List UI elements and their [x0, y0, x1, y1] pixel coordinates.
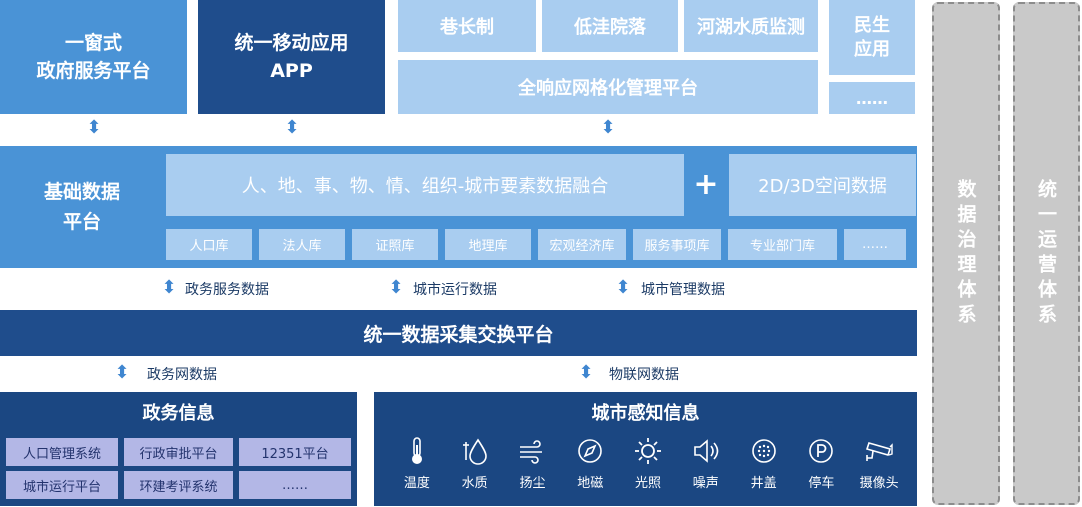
thermometer-icon: [411, 437, 422, 464]
updown-arrow-icon: ⬍: [600, 117, 616, 138]
gov-system-item[interactable]: 12351平台: [239, 438, 351, 466]
library-item[interactable]: 人口库: [166, 229, 252, 260]
gov-system-item[interactable]: 环建考评系统: [124, 471, 233, 499]
more-apps: ……: [829, 82, 915, 114]
gov-system-item[interactable]: 人口管理系统: [6, 438, 118, 466]
sensor-label: 井盖: [750, 476, 777, 491]
gov-system-item[interactable]: 行政审批平台: [124, 438, 233, 466]
sensor-label: 水质: [461, 476, 488, 491]
sensor-illumination[interactable]: 光照: [619, 436, 677, 502]
lowland-yard-app[interactable]: 低洼院落: [542, 0, 678, 52]
flow-label-iot: 物联网数据: [609, 367, 679, 383]
grid-management-platform[interactable]: 全响应网格化管理平台: [398, 60, 818, 114]
gov-system-item: ……: [239, 471, 351, 499]
sensor-camera[interactable]: 摄像头: [850, 436, 908, 502]
updown-arrow-icon: ⬍: [615, 277, 631, 298]
sensor-geomagnetic[interactable]: 地磁: [561, 436, 619, 502]
gov-info-title: 政务信息: [142, 403, 215, 424]
library-item[interactable]: 法人库: [259, 229, 345, 260]
sensor-manhole[interactable]: 井盖: [735, 436, 793, 502]
governance-label: 数据治理体系: [954, 178, 977, 329]
camera-icon: [866, 442, 893, 461]
manhole-icon: [751, 439, 776, 463]
gov-service-platform[interactable]: 一窗式 政府服务平台: [0, 0, 187, 114]
library-item: ……: [844, 229, 906, 260]
flow-label-city-mgmt: 城市管理数据: [641, 282, 725, 298]
compass-icon: [578, 439, 603, 463]
sensor-row: 温度 水质 扬尘 地磁 光照 噪声 井盖 停车 摄像头: [388, 436, 908, 502]
updown-arrow-icon: ⬍: [284, 117, 300, 138]
library-item[interactable]: 宏观经济库: [538, 229, 626, 260]
operation-label: 统一运营体系: [1035, 178, 1057, 329]
data-exchange-platform[interactable]: 统一数据采集交换平台: [0, 310, 917, 356]
city-sense-title: 城市感知信息: [591, 403, 700, 424]
updown-arrow-icon: ⬍: [86, 117, 102, 138]
library-item[interactable]: 服务事项库: [633, 229, 721, 260]
sensor-noise[interactable]: 噪声: [677, 436, 735, 502]
wind-dust-icon: [520, 440, 543, 464]
sensor-label: 温度: [403, 476, 430, 491]
sun-icon: [635, 438, 662, 464]
sensor-dust[interactable]: 扬尘: [504, 436, 562, 502]
library-item[interactable]: 专业部门库: [728, 229, 837, 260]
gov-system-item[interactable]: 城市运行平台: [6, 471, 118, 499]
sensor-temperature[interactable]: 温度: [388, 436, 446, 502]
sensor-label: 噪声: [692, 476, 719, 491]
element-fusion-box[interactable]: 人、地、事、物、情、组织-城市要素数据融合: [166, 154, 684, 216]
water-quality-app[interactable]: 河湖水质监测: [684, 0, 818, 52]
flow-label-gov-net: 政务网数据: [147, 367, 217, 383]
unified-operation-system[interactable]: 统一运营体系: [1013, 2, 1080, 505]
alley-head-app[interactable]: 巷长制: [398, 0, 536, 52]
sensor-label: 光照: [635, 476, 662, 491]
sensor-parking[interactable]: 停车: [792, 436, 850, 502]
livelihood-app[interactable]: 民生 应用: [829, 0, 915, 75]
base-data-title: 基础数据 平台: [43, 181, 120, 233]
plus-icon: +: [693, 166, 719, 202]
parking-icon: [809, 439, 834, 463]
sensor-label: 停车: [808, 476, 835, 491]
flow-label-city-run: 城市运行数据: [413, 282, 497, 298]
library-item[interactable]: 证照库: [352, 229, 438, 260]
library-item[interactable]: 地理库: [445, 229, 531, 260]
sensor-water-quality[interactable]: 水质: [446, 436, 504, 502]
sensor-label: 地磁: [577, 476, 604, 491]
mobile-app-platform[interactable]: 统一移动应用 APP: [198, 0, 385, 114]
updown-arrow-icon: ⬍: [578, 362, 594, 383]
updown-arrow-icon: ⬍: [388, 277, 404, 298]
speaker-icon: [693, 439, 719, 463]
sensor-label: 扬尘: [519, 476, 546, 491]
data-governance-system[interactable]: 数据治理体系: [932, 2, 1000, 505]
water-drop-icon: [462, 438, 487, 465]
flow-label-gov-service: 政务服务数据: [185, 282, 269, 298]
updown-arrow-icon: ⬍: [161, 277, 177, 298]
sensor-label: 摄像头: [859, 476, 899, 491]
spatial-data-box[interactable]: 2D/3D空间数据: [729, 154, 916, 216]
updown-arrow-icon: ⬍: [114, 362, 130, 383]
